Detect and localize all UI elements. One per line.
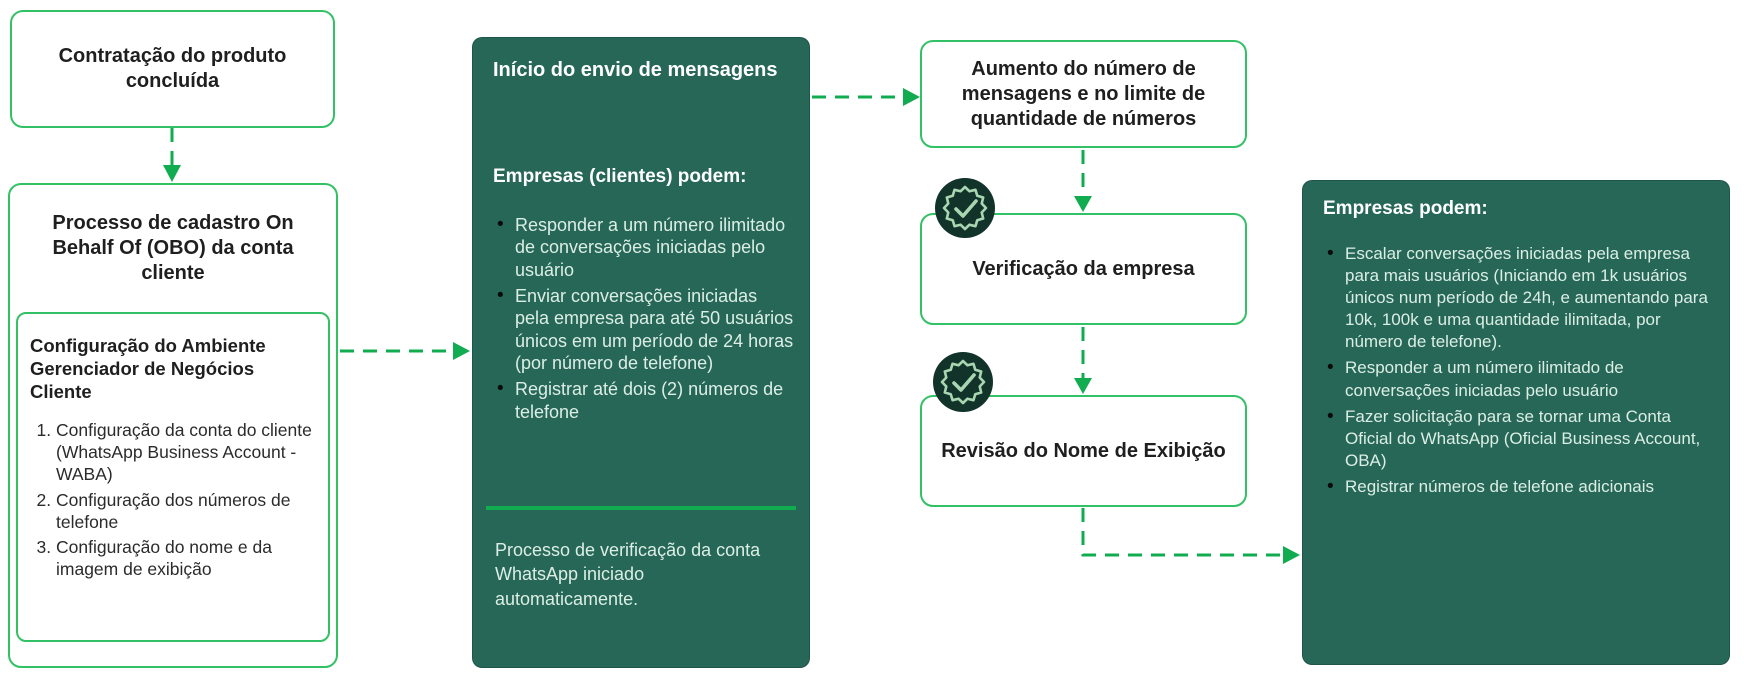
node-business-verification: Verificação da empresa (920, 213, 1247, 325)
verified-badge-icon (935, 178, 995, 238)
panel-divider (486, 506, 796, 510)
node-message-limit-increase: Aumento do número de mensagens e no limi… (920, 40, 1247, 148)
capability-item: Registrar números de telefone adicionais (1325, 475, 1715, 500)
setup-step: Configuração dos números de telefone (56, 489, 316, 533)
capability-item: Registrar até dois (2) números de telefo… (495, 377, 795, 423)
capability-item: Escalar conversações iniciadas pela empr… (1325, 242, 1715, 353)
node-title: Verificação da empresa (972, 257, 1195, 280)
panel-note: Processo de verificação da conta WhatsAp… (495, 540, 761, 609)
verified-badge-icon (933, 352, 993, 412)
panel-subtitle: Empresas (clientes) podem: (493, 166, 747, 187)
capability-item: Responder a um número ilimitado de conve… (495, 213, 795, 281)
scale-capabilities-list: Escalar conversações iniciadas pela empr… (1325, 242, 1715, 502)
setup-steps-list: Configuração da conta do cliente (WhatsA… (30, 419, 316, 579)
node-title: Revisão do Nome de Exibição (941, 439, 1226, 462)
node-display-name-review: Revisão do Nome de Exibição (920, 395, 1247, 507)
panel-scale-capabilities: Empresas podem: Escalar conversações ini… (1302, 180, 1730, 665)
node-environment-setup: Configuração do Ambiente Gerenciador de … (16, 312, 330, 642)
node-title: Processo de cadastro On Behalf Of (OBO) … (52, 212, 294, 284)
panel-title: Empresas podem: (1323, 198, 1488, 219)
panel-title: Início do envio de mensagens (493, 59, 778, 81)
node-title: Aumento do número de mensagens e no limi… (961, 57, 1206, 130)
node-product-contracted: Contratação do produto concluída (10, 10, 335, 128)
capability-item: Fazer solicitação para se tornar uma Con… (1325, 405, 1715, 472)
node-obo-registration: Processo de cadastro On Behalf Of (OBO) … (8, 183, 338, 668)
setup-step: Configuração do nome e da imagem de exib… (56, 536, 316, 580)
arrow-display-to-scale (1081, 508, 1283, 557)
subnode-title: Configuração do Ambiente Gerenciador de … (30, 335, 266, 403)
capability-item: Enviar conversações iniciadas pela empre… (495, 284, 795, 374)
node-title: Contratação do produto concluída (58, 45, 287, 92)
setup-step: Configuração da conta do cliente (WhatsA… (56, 419, 316, 485)
messaging-capabilities-list: Responder a um número ilimitado de conve… (495, 213, 795, 427)
panel-messaging-start: Início do envio de mensagens Empresas (c… (472, 37, 810, 668)
capability-item: Responder a um número ilimitado de conve… (1325, 356, 1715, 401)
